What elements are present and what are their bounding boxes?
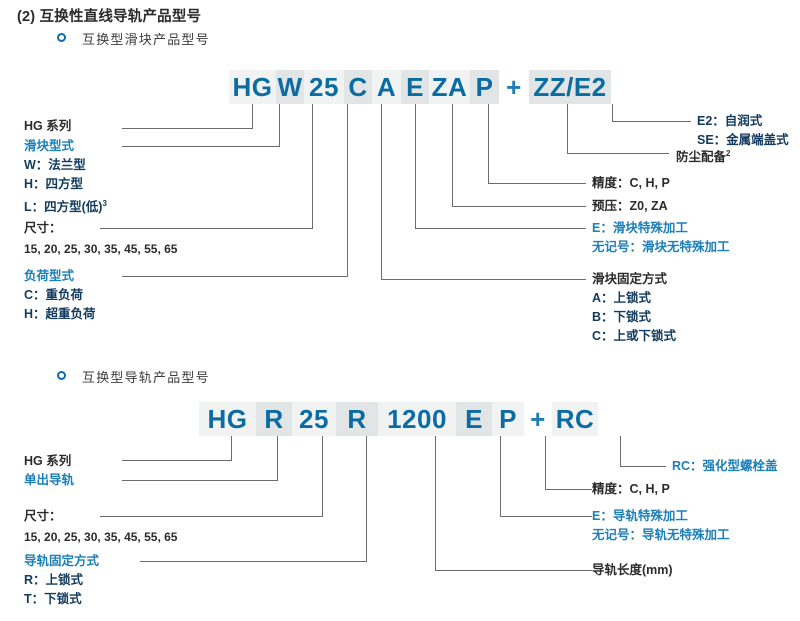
block1-special-machining-0: E：滑块特殊加工 — [592, 221, 688, 235]
block1-dust-option-1: SE：金属端盖式 — [697, 133, 789, 147]
code-cell-25: 25 — [304, 70, 344, 104]
leader-line — [435, 570, 592, 571]
block1-load-item-0: C：重负荷 — [24, 288, 84, 302]
code-cell-w: W — [276, 70, 304, 104]
block1-mount-item-1: B：下锁式 — [592, 310, 652, 324]
code-cell-p: P — [492, 402, 524, 436]
block1-load-title: 负荷型式 — [24, 269, 75, 283]
leader-line — [140, 561, 367, 562]
block1-mount-item-0: A：上锁式 — [592, 291, 652, 305]
leader-line — [252, 104, 253, 128]
block2-mount-title: 导轨固定方式 — [24, 554, 100, 568]
leader-line — [620, 466, 666, 467]
block2-special-machining-1: 无记号：导轨无特殊加工 — [592, 528, 730, 542]
block1-preload-label: 预压：Z0, ZA — [592, 199, 668, 213]
block1-heading: 互换型滑块产品型号 — [82, 32, 210, 47]
code-cell-25: 25 — [292, 402, 336, 436]
code-cell-p: P — [470, 70, 499, 104]
leader-line — [545, 436, 546, 489]
leader-line — [366, 436, 367, 561]
block1-size-title: 尺寸： — [24, 221, 62, 235]
leader-line — [452, 206, 586, 207]
leader-line — [452, 104, 453, 206]
code-cell-hg: HG — [229, 70, 276, 104]
leader-line — [545, 489, 592, 490]
leader-line — [381, 279, 586, 280]
leader-line — [231, 436, 232, 460]
leader-line — [415, 228, 586, 229]
leader-line — [488, 104, 489, 183]
block2-mount-item-0: R：上锁式 — [24, 573, 84, 587]
leader-line — [122, 460, 232, 461]
leader-line — [435, 436, 436, 570]
leader-line — [277, 436, 278, 480]
code-cell-r: R — [256, 402, 292, 436]
code-cell-c: C — [344, 70, 372, 104]
block1-load-item-1: H：超重负荷 — [24, 307, 96, 321]
code-cell-a: A — [372, 70, 401, 104]
leader-line — [612, 121, 691, 122]
code-cell-e: E — [456, 402, 492, 436]
code-cell-e: E — [401, 70, 429, 104]
block1-mount-item-2: C：上或下锁式 — [592, 329, 677, 343]
code-cell-za: ZA — [429, 70, 470, 104]
leader-line — [122, 276, 348, 277]
leader-line — [122, 480, 278, 481]
leader-line — [488, 183, 586, 184]
block2-size-values: 15, 20, 25, 30, 35, 45, 55, 65 — [24, 530, 178, 544]
block2-mount-item-1: T：下锁式 — [24, 592, 82, 606]
block1-block-type-item-2: L：四方型(低)3 — [24, 194, 107, 217]
leader-line — [279, 104, 280, 146]
code-cell-1200: 1200 — [378, 402, 456, 436]
block1-special-machining-1: 无记号：滑块无特殊加工 — [592, 240, 730, 254]
leader-line — [500, 516, 592, 517]
block2-bolt-cover-label: RC：强化型螺栓盖 — [672, 459, 778, 473]
code-cell--: + — [506, 71, 522, 102]
code-cell-rc: RC — [552, 402, 598, 436]
leader-line — [612, 104, 613, 121]
block1-size-values: 15, 20, 25, 30, 35, 45, 55, 65 — [24, 242, 178, 256]
block1-block-type-item-2-text: L：四方型(低) — [24, 200, 103, 215]
block1-block-type-item-1: H：四方型 — [24, 177, 84, 191]
code-cell-r: R — [336, 402, 378, 436]
code-cell-hg: HG — [199, 402, 256, 436]
leader-line — [620, 436, 621, 466]
footnote-marker: 3 — [102, 199, 107, 208]
leader-line — [322, 436, 323, 516]
block1-accuracy-label: 精度：C, H, P — [592, 176, 670, 190]
leader-line — [312, 104, 313, 228]
leader-line — [122, 146, 280, 147]
block2-rail-length-label: 导轨长度(mm) — [592, 563, 673, 577]
block2-accuracy-label: 精度：C, H, P — [592, 482, 670, 496]
code-cell--: + — [530, 403, 546, 434]
block2-series-label: HG 系列 — [24, 454, 72, 468]
footnote-marker: 2 — [726, 149, 731, 158]
block1-dust-title: 防尘配备2 — [676, 144, 730, 167]
block1-series-label: HG 系列 — [24, 119, 72, 133]
block1-block-type-title: 滑块型式 — [24, 139, 75, 153]
leader-line — [567, 153, 669, 154]
ring-bullet-icon — [57, 33, 66, 42]
block1-block-type-item-0: W：法兰型 — [24, 158, 86, 172]
leader-line — [122, 128, 253, 129]
ring-bullet-icon — [57, 371, 66, 380]
leader-line — [100, 228, 313, 229]
block2-size-title: 尺寸： — [24, 509, 62, 523]
block1-mount-title: 滑块固定方式 — [592, 272, 668, 286]
block2-heading: 互换型导轨产品型号 — [82, 370, 210, 385]
block1-dust-option-0: E2：自润式 — [697, 114, 763, 128]
section-title: (2) 互换性直线导轨产品型号 — [17, 9, 202, 25]
code-cell-zz-e2: ZZ/E2 — [529, 70, 611, 104]
leader-line — [100, 516, 323, 517]
block1-dust-title-text: 防尘配备 — [676, 150, 727, 165]
leader-line — [567, 104, 568, 153]
leader-line — [381, 104, 382, 279]
block2-rail-type-label: 单出导轨 — [24, 473, 75, 487]
leader-line — [500, 436, 501, 516]
block2-special-machining-0: E：导轨特殊加工 — [592, 509, 688, 523]
leader-line — [347, 104, 348, 276]
leader-line — [415, 104, 416, 228]
